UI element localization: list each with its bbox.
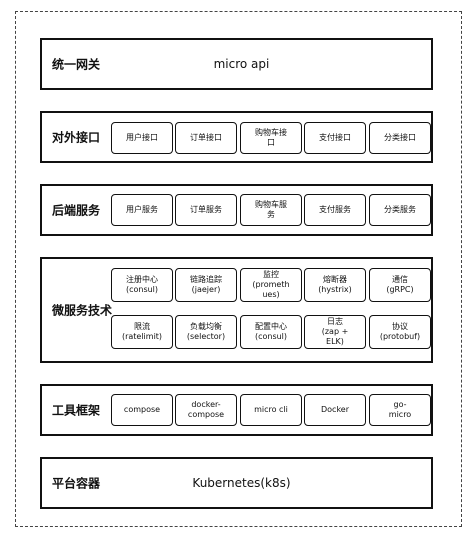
layer-tools: 工具框架 compose docker- compose micro cli D… <box>40 384 433 436</box>
tech-box: 日志 (zap + ELK) <box>304 315 366 349</box>
tool-box: compose <box>111 394 173 426</box>
layer-gateway: 统一网关 micro api <box>40 38 433 90</box>
gateway-label: micro api <box>213 57 270 71</box>
external-api-box: 购物车接 口 <box>240 122 302 154</box>
tech-box: 限流 (ratelimit) <box>111 315 173 349</box>
tool-box: micro cli <box>240 394 302 426</box>
tech-box: 负载均衡 (selector) <box>175 315 237 349</box>
external-api-box: 支付接口 <box>304 122 366 154</box>
layer-platform: 平台容器 Kubernetes(k8s) <box>40 457 433 509</box>
backend-service-box: 支付服务 <box>304 194 366 226</box>
tech-box: 监控 (prometh ues) <box>240 268 302 302</box>
platform-label: Kubernetes(k8s) <box>192 476 291 490</box>
layer-title: 微服务技术 <box>52 303 113 318</box>
external-api-box: 用户接口 <box>111 122 173 154</box>
tech-box: 注册中心 (consul) <box>111 268 173 302</box>
tool-box: docker- compose <box>175 394 237 426</box>
layer-title: 工具框架 <box>52 403 101 418</box>
layer-microservice-tech: 微服务技术 注册中心 (consul) 链路追踪 (jaejer) 监控 (pr… <box>40 257 433 363</box>
tool-box: go- micro <box>369 394 431 426</box>
backend-service-box: 订单服务 <box>175 194 237 226</box>
layer-title: 平台容器 <box>52 476 101 491</box>
layer-title: 统一网关 <box>52 57 101 72</box>
tech-box: 通信 (gRPC) <box>369 268 431 302</box>
layer-title: 后端服务 <box>52 203 101 218</box>
tech-box: 熔断器 (hystrix) <box>304 268 366 302</box>
tech-box: 配置中心 (consul) <box>240 315 302 349</box>
backend-service-box: 购物车服 务 <box>240 194 302 226</box>
external-api-box: 订单接口 <box>175 122 237 154</box>
backend-service-box: 分类服务 <box>369 194 431 226</box>
tech-box: 链路追踪 (jaejer) <box>175 268 237 302</box>
external-api-box: 分类接口 <box>369 122 431 154</box>
tech-box: 协议 (protobuf) <box>369 315 431 349</box>
layer-backend-services: 后端服务 用户服务 订单服务 购物车服 务 支付服务 分类服务 <box>40 184 433 236</box>
diagram-frame <box>15 11 462 527</box>
tool-box: Docker <box>304 394 366 426</box>
layer-external-api: 对外接口 用户接口 订单接口 购物车接 口 支付接口 分类接口 <box>40 111 433 163</box>
layer-title: 对外接口 <box>52 130 101 145</box>
backend-service-box: 用户服务 <box>111 194 173 226</box>
